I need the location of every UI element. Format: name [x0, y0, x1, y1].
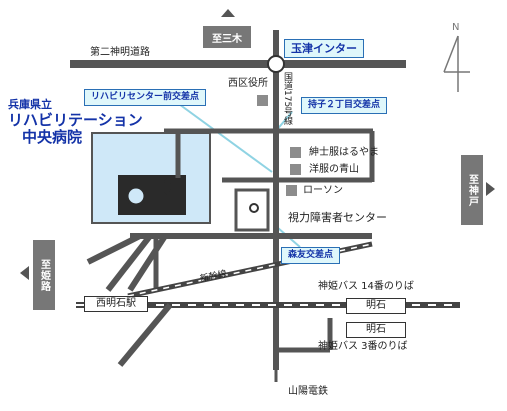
bus-14-label: 神姫バス 14番のりば — [318, 281, 414, 292]
tamatsu-ic-callout: 玉津インター — [284, 39, 364, 58]
hospital-name-prefecture: 兵庫県立 — [8, 98, 52, 111]
direction-east-box: 至神戸 — [461, 155, 483, 225]
mochiko-2chome-callout: 持子２丁目交差点 — [301, 97, 388, 114]
direction-east-label: 至神戸 — [466, 173, 478, 207]
akashi-bottom-box: 明石 — [346, 322, 406, 338]
hospital-name-sub: 中央病院 — [22, 128, 83, 146]
direction-west-label: 至姫路 — [38, 258, 50, 292]
direction-west-box: 至姫路 — [33, 240, 55, 310]
rehab-center-intersection-callout: リハビリセンター前交差点 — [84, 89, 207, 106]
lawson-marker — [286, 185, 297, 196]
compass-north-label: N — [452, 22, 460, 33]
direction-north-label: 至三木 — [212, 33, 242, 45]
akashi-bottom-label: 明石 — [366, 324, 386, 335]
north-arrow — [221, 9, 235, 17]
nishi-ward-office-label: 西区役所 — [228, 78, 268, 89]
compass-tail — [443, 35, 459, 73]
sanyo-railway-label: 山陽電鉄 — [288, 386, 328, 397]
road-diagonal-west — [86, 233, 142, 265]
nishi-akashi-station-label: 西明石駅 — [96, 298, 136, 309]
nishi-akashi-station-box: 西明石駅 — [84, 296, 148, 312]
direction-north-box: 至三木 — [203, 26, 251, 48]
clothing-aoyama-marker — [290, 164, 301, 175]
akashi-top-box: 明石 — [346, 298, 406, 314]
kimono-haruyama-marker — [290, 147, 301, 158]
second-meishin-label: 第二神明道路 — [90, 47, 150, 58]
bus-3-label: 神姫バス 3番のりば — [318, 341, 408, 352]
clothing-aoyama-label: 洋服の青山 — [309, 164, 359, 175]
road-diagonal-mid — [105, 234, 153, 292]
nishi-ward-office-marker — [257, 95, 268, 106]
route-175-label: 国道175号線 — [282, 72, 292, 126]
east-arrow — [486, 182, 495, 196]
tamatsu-interchange-marker — [267, 55, 285, 73]
akashi-top-label: 明石 — [366, 300, 386, 311]
hospital-building-marker — [125, 185, 147, 207]
vision-center-marker — [249, 203, 259, 213]
lawson-label: ローソン — [303, 185, 343, 196]
road-diagonal-east — [127, 234, 168, 292]
kimono-haruyama-label: 紳士服はるやま — [309, 147, 379, 158]
morito-intersection-callout: 森友交差点 — [281, 247, 341, 264]
hospital-name-main: リハビリテーション — [8, 111, 143, 129]
hospital-building-arc — [163, 177, 171, 196]
west-arrow — [20, 266, 29, 280]
vision-center-label: 視力障害者センター — [288, 211, 387, 224]
road-south-west — [117, 303, 173, 367]
leader-rehab-intersection — [167, 95, 273, 173]
